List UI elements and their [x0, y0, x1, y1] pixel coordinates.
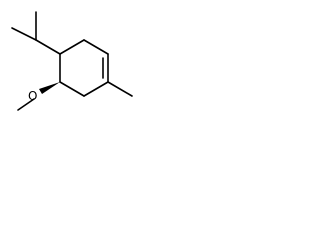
bond-isopropyl-to-ring [35, 39, 61, 55]
bond-ring-c1-c2 [59, 39, 85, 55]
bond-isopropyl-methyl-left [11, 27, 37, 41]
molecular-structure-diagram: O [11, 11, 133, 111]
bond-ring-c5-c6 [59, 81, 85, 97]
wedge-bond-methoxy [39, 82, 60, 94]
bond-ring-c2-c3 [83, 39, 109, 55]
oxygen-atom-label: O [28, 89, 37, 103]
bond-oxygen-methyl [17, 98, 35, 111]
bond-ring-c4-c5 [83, 81, 109, 97]
bond-methyl [107, 81, 133, 97]
